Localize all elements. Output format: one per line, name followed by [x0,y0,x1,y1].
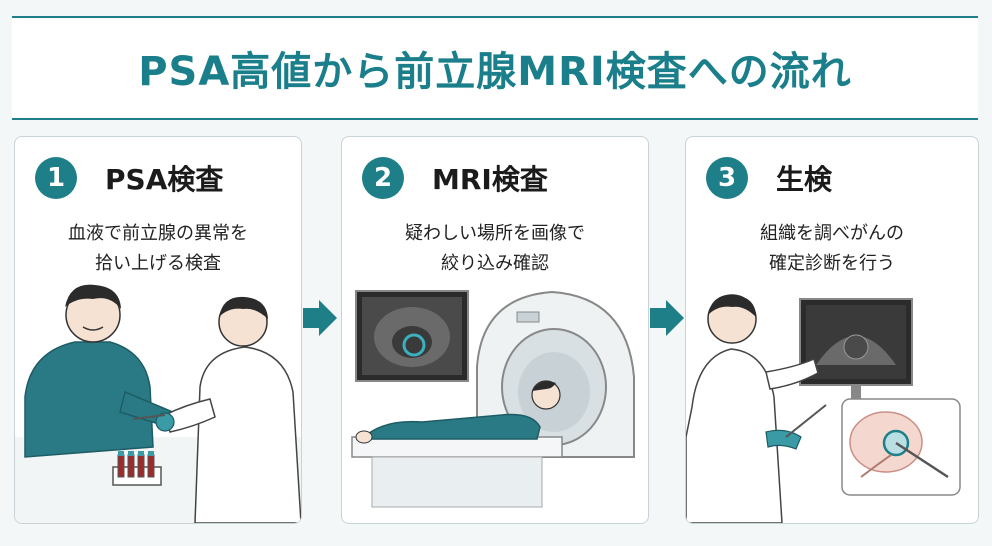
right-arrow-icon [650,300,684,336]
doctor-figure [132,296,301,523]
description-line: 疑わしい場所を画像で [405,223,585,244]
description-line: 組織を調べがんの [760,223,904,244]
step-header-1: 1 PSA検査 [35,157,223,199]
description-line: 血液で前立腺の異常を [68,223,248,244]
description-line: 確定診断を行う [769,253,895,274]
step-number-badge: 3 [706,157,748,199]
ultrasound-monitor [799,298,913,399]
description-line: 拾い上げる検査 [95,253,221,274]
mri-scanner-illustration [351,290,635,508]
step-title: MRI検査 [432,163,548,196]
blood-test-tubes [112,451,162,486]
step-card-2: 2 MRI検査 疑わしい場所を画像で 絞り込み確認 [341,136,649,524]
patient-figure [24,284,181,458]
page-title: PSA高値から前立腺MRI検査への流れ [138,49,852,95]
step-header-3: 3 生検 [706,157,832,199]
step-description: 組織を調べがんの 確定診断を行う [686,219,978,279]
mri-image-monitor [355,290,469,382]
step-title: PSA検査 [105,163,224,196]
title-banner: PSA高値から前立腺MRI検査への流れ [12,16,978,120]
step-number-badge: 2 [362,157,404,199]
step-description: 疑わしい場所を画像で 絞り込み確認 [342,219,648,279]
biopsy-illustration [686,294,961,523]
right-arrow-icon [303,300,337,336]
lying-patient [355,380,561,444]
blood-test-illustration [15,284,301,523]
step-card-1: 1 PSA検査 血液で前立腺の異常を 拾い上げる検査 [14,136,302,524]
step-title: 生検 [776,163,833,196]
doctor-figure [686,294,819,523]
step-card-3: 3 生検 組織を調べがんの 確定診断を行う [685,136,979,524]
step-header-2: 2 MRI検査 [362,157,548,199]
biopsy-inset-diagram [841,398,961,496]
description-line: 絞り込み確認 [441,253,549,274]
step-description: 血液で前立腺の異常を 拾い上げる検査 [15,219,301,279]
step-number-badge: 1 [35,157,77,199]
